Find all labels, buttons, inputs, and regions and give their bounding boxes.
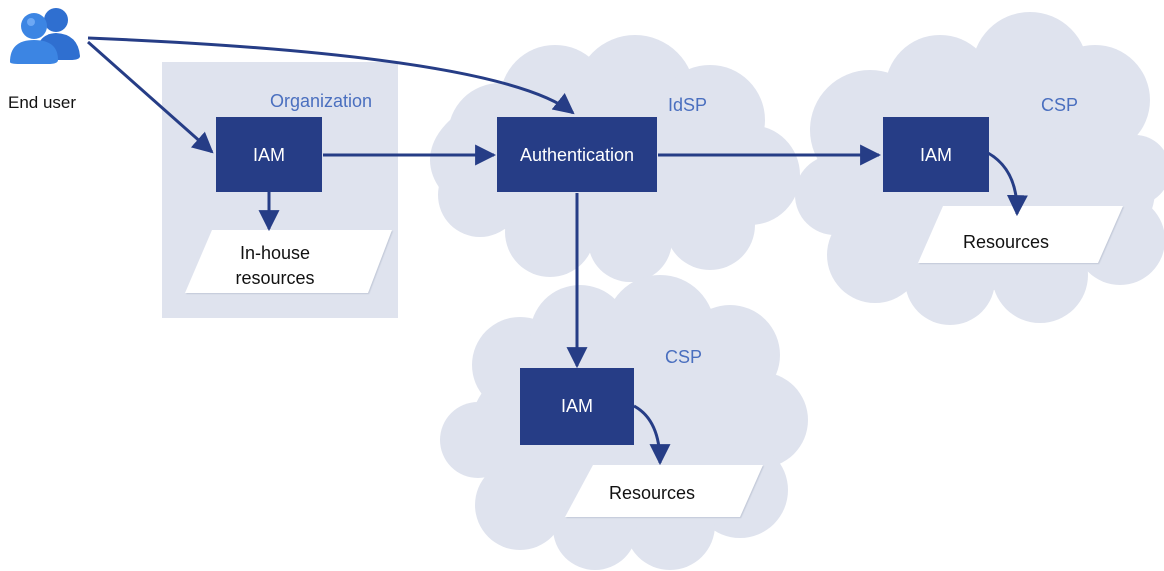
csp-bottom-iam-label: IAM: [561, 396, 593, 416]
csp-right-resources-shape: [918, 206, 1123, 263]
arrow-user-to-authentication: [87, 36, 575, 115]
organization-title: Organization: [270, 91, 372, 111]
csp-right-resources-label: Resources: [963, 232, 1049, 252]
csp-right-iam-box: [883, 117, 989, 192]
csp-right-title: CSP: [1041, 95, 1078, 115]
org-iam-label: IAM: [253, 145, 285, 165]
csp-bottom-resources-shape: [565, 465, 763, 517]
arrow-csp-bottom-iam-to-resources: [633, 404, 671, 466]
csp-bottom-title: CSP: [665, 347, 702, 367]
csp-right-iam-label: IAM: [920, 145, 952, 165]
arrow-csp-right-iam-to-resources: [987, 151, 1028, 217]
users-icon: [10, 8, 80, 64]
org-iam-box: [216, 117, 322, 192]
in-house-resources-shape: [185, 230, 392, 293]
authentication-label: Authentication: [520, 145, 634, 165]
csp-bottom-iam-box: [520, 368, 634, 445]
in-house-resources-line2: resources: [235, 268, 314, 288]
idsp-title: IdSP: [668, 95, 707, 115]
end-user-label: End user: [8, 93, 76, 112]
csp-bottom-resources-label: Resources: [609, 483, 695, 503]
authentication-box: [497, 117, 657, 192]
arrow-user-to-org-iam: [87, 40, 214, 154]
in-house-resources-line1: In-house: [240, 243, 310, 263]
